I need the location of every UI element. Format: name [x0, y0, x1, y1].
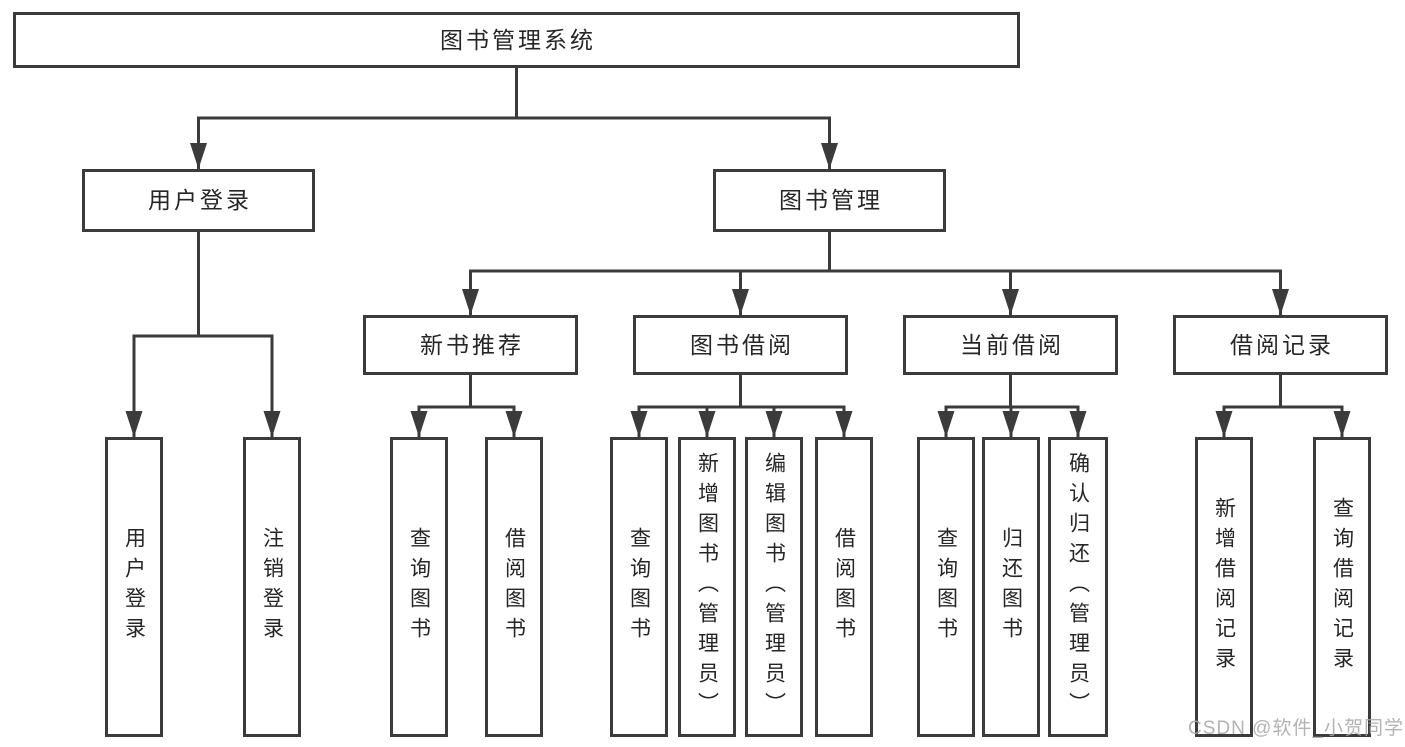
arrowhead [410, 411, 428, 437]
connector-new-book-recommendation-to-leaves [417, 371, 516, 439]
node-label: 图书管理 [779, 187, 883, 213]
arrowhead [821, 143, 838, 169]
node-label: 图书借阅 [690, 331, 794, 358]
connector-borrowing-records-to-leaves [1222, 371, 1344, 439]
node-label: 借阅图书 [832, 527, 856, 647]
leaf-query-books-recommend: 查询图书 [390, 437, 448, 737]
connector-book-borrowing-to-leaves [637, 371, 846, 439]
node-label: 借阅图书 [502, 527, 526, 647]
node-borrowing-records: 借阅记录 [1173, 315, 1388, 375]
node-label: 归还图书 [999, 527, 1023, 647]
arrowhead [1333, 411, 1351, 437]
node-label: 图书管理系统 [440, 26, 596, 53]
arrowhead [765, 411, 783, 437]
arrowhead [190, 143, 207, 169]
node-label: 编辑图书（管理员） [762, 452, 786, 722]
node-label: 查询图书 [407, 527, 431, 647]
leaf-query-books-current: 查询图书 [917, 437, 975, 737]
node-label: 新增图书（管理员） [695, 452, 719, 722]
node-label: 用户登录 [122, 527, 146, 647]
arrowhead [732, 289, 749, 315]
csdn-watermark: CSDN @软件_小贺同学 [1188, 718, 1404, 739]
node-root: 图书管理系统 [13, 12, 1020, 68]
node-label: 确认归还（管理员） [1066, 452, 1090, 722]
node-label: 注销登录 [260, 527, 284, 647]
connector-root-to-level2 [197, 64, 831, 171]
node-user-login: 用户登录 [82, 169, 315, 232]
leaf-add-borrow-record: 新增借阅记录 [1195, 437, 1253, 737]
leaf-edit-book-admin: 编辑图书（管理员） [745, 437, 803, 737]
arrowhead [698, 411, 716, 437]
arrowheads [125, 143, 1351, 437]
node-label: 查询图书 [934, 527, 958, 647]
arrowhead [1002, 411, 1020, 437]
node-label: 借阅记录 [1230, 331, 1334, 358]
arrowhead [505, 411, 523, 437]
connector-book-management-to-level3 [469, 228, 1282, 317]
connector-user-login-to-leaves [132, 228, 274, 439]
leaf-borrow-books-recommend: 借阅图书 [485, 437, 543, 737]
arrowhead [1002, 289, 1019, 315]
node-current-borrowing: 当前借阅 [903, 315, 1118, 375]
leaf-query-books-borrowing: 查询图书 [610, 437, 668, 737]
leaf-return-book: 归还图书 [982, 437, 1040, 737]
leaf-confirm-return-admin: 确认归还（管理员） [1048, 437, 1108, 737]
arrowhead [937, 411, 955, 437]
node-book-borrowing: 图书借阅 [633, 315, 848, 375]
node-label: 当前借阅 [960, 331, 1064, 358]
node-label: 新书推荐 [420, 331, 524, 358]
arrowhead [835, 411, 853, 437]
node-label: 新增借阅记录 [1212, 497, 1236, 677]
arrowhead [263, 411, 281, 437]
leaf-query-borrow-record: 查询借阅记录 [1313, 437, 1371, 737]
leaf-user-login: 用户登录 [105, 437, 163, 737]
arrowhead [1069, 411, 1087, 437]
arrowhead [462, 289, 479, 315]
arrowhead [1272, 289, 1289, 315]
leaf-borrow-books-borrowing: 借阅图书 [815, 437, 873, 737]
arrowhead [630, 411, 648, 437]
leaf-logout: 注销登录 [243, 437, 301, 737]
arrowhead [125, 411, 143, 437]
arrowhead [1215, 411, 1233, 437]
leaf-add-book-admin: 新增图书（管理员） [678, 437, 736, 737]
node-new-book-recommendation: 新书推荐 [363, 315, 578, 375]
node-label: 查询借阅记录 [1330, 497, 1354, 677]
node-book-management: 图书管理 [713, 169, 946, 232]
node-label: 查询图书 [627, 527, 651, 647]
node-label: 用户登录 [148, 187, 252, 213]
